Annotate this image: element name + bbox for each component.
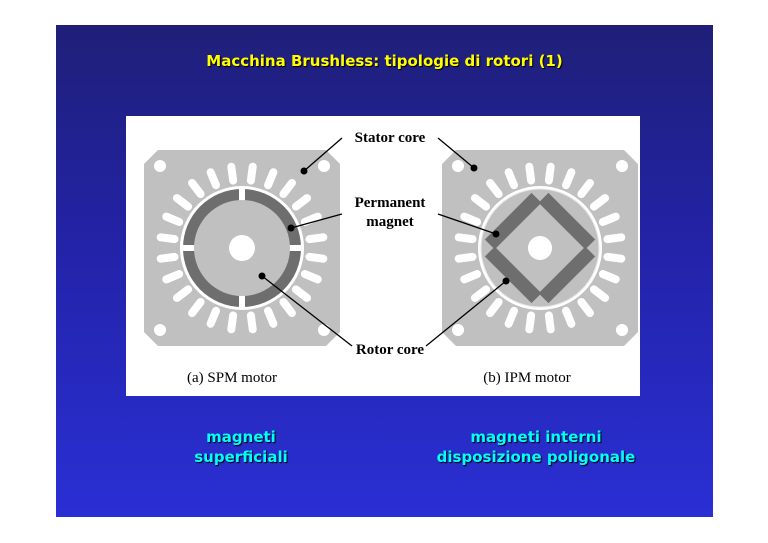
ipm-stator-slot [454,252,477,263]
ipm-stator-slot [577,178,594,199]
leader-dot [492,230,500,238]
description-right-line2: disposizione poligonale [436,448,636,466]
spm-mounting-hole [318,324,330,336]
ipm-buried-magnet [484,246,542,304]
description-right-line1: magneti interni [470,428,602,446]
leader-line [290,213,343,229]
spm-mounting-hole [318,160,330,172]
spm-stator-slot [206,306,220,328]
spm-stator-slot [279,297,296,318]
spm-stator-slot [156,252,179,263]
caption-spm: (a) SPM motor [187,370,277,386]
leader-dot [258,272,266,280]
leader-line [261,275,353,347]
description-left-line1: magneti [206,428,276,446]
ipm-stator-slot [589,285,610,302]
ipm-stator-slot [525,311,536,334]
ipm-stator-slot [577,297,594,318]
ipm-stator-slot [504,306,518,328]
spm-stator-slot [162,270,184,284]
leader-line [303,137,343,172]
spm-stator-slot [291,285,312,302]
label-stator-core: Stator core [355,130,426,146]
spm-shaft-hole [229,235,255,261]
spm-stator-slot [206,168,220,190]
label-permanent-magnet-line2: magnet [366,214,414,230]
spm-stator-slot [300,270,322,284]
ipm-stator-slot [460,212,482,226]
spm-magnet-gap [181,245,195,251]
ipm-stator-slot [470,285,491,302]
spm-magnet-gap [239,187,245,201]
spm-stator-slot [279,178,296,199]
ipm-buried-magnet [538,192,596,250]
ipm-shaft-hole [528,236,552,260]
ipm-stator-slot [454,233,477,244]
ipm-mounting-hole [616,324,628,336]
ipm-stator-slot [603,233,626,244]
leader-dot [470,164,478,172]
description-left: magneti superficiali [166,427,316,467]
description-left-line2: superficiali [194,448,288,466]
spm-stator-slot [305,252,328,263]
ipm-stator-slot [562,306,576,328]
spm-stator-slot [291,194,312,211]
spm-stator-slot [227,311,238,334]
spm-magnet-gap [289,245,303,251]
spm-stator-slot [162,212,184,226]
ipm-stator-slot [504,168,518,190]
leader-dot [502,277,510,285]
spm-stator-slot [156,233,179,244]
ipm-stator-slot [525,162,536,185]
label-rotor-core: Rotor core [356,342,425,358]
ipm-stator-slot [486,297,503,318]
spm-stator-slot [300,212,322,226]
label-permanent-magnet-line1: Permanent [355,195,426,211]
slide: Macchina Brushless: tipologie di rotori … [56,25,713,517]
leader-dot [300,167,308,175]
leader-lines [258,137,510,347]
ipm-mounting-hole [452,324,464,336]
ipm-mounting-hole [452,160,464,172]
spm-stator-slot [172,285,193,302]
spm-stator-slot [264,306,278,328]
spm-stator-slot [264,168,278,190]
description-right: magneti interni disposizione poligonale [411,427,661,467]
leader-line [437,137,475,169]
slide-title: Macchina Brushless: tipologie di rotori … [206,52,563,70]
ipm-buried-magnet [538,246,596,304]
spm-mounting-hole [154,160,166,172]
ipm-stator-slot [460,270,482,284]
ipm-stator-slot [598,212,620,226]
spm-stator-slot [305,233,328,244]
ipm-stator-slot [589,194,610,211]
spm-stator-slot [227,162,238,185]
motor-diagram: Stator core Permanent magnet Rotor core … [144,130,638,386]
spm-mounting-hole [154,324,166,336]
leader-line [425,280,507,347]
spm-stator-slot [188,297,205,318]
ipm-stator-slot [544,162,555,185]
ipm-stator-slot [562,168,576,190]
spm-stator-slot [172,194,193,211]
spm-stator-slot [246,311,257,334]
spm-stator-slot [246,162,257,185]
ipm-stator-slot [598,270,620,284]
ipm-mounting-hole [616,160,628,172]
leader-dot [287,224,295,232]
leader-line [437,213,497,235]
ipm-stator-slot [603,252,626,263]
ipm-stator-slot [486,178,503,199]
ipm-stator-slot [544,311,555,334]
spm-stator-slot [188,178,205,199]
spm-motor-drawing [144,150,340,346]
spm-magnet-gap [239,295,245,309]
ipm-stator-slot [470,194,491,211]
motor-figure: Stator core Permanent magnet Rotor core … [126,116,640,396]
ipm-motor-drawing [442,150,638,346]
caption-ipm: (b) IPM motor [483,370,571,386]
